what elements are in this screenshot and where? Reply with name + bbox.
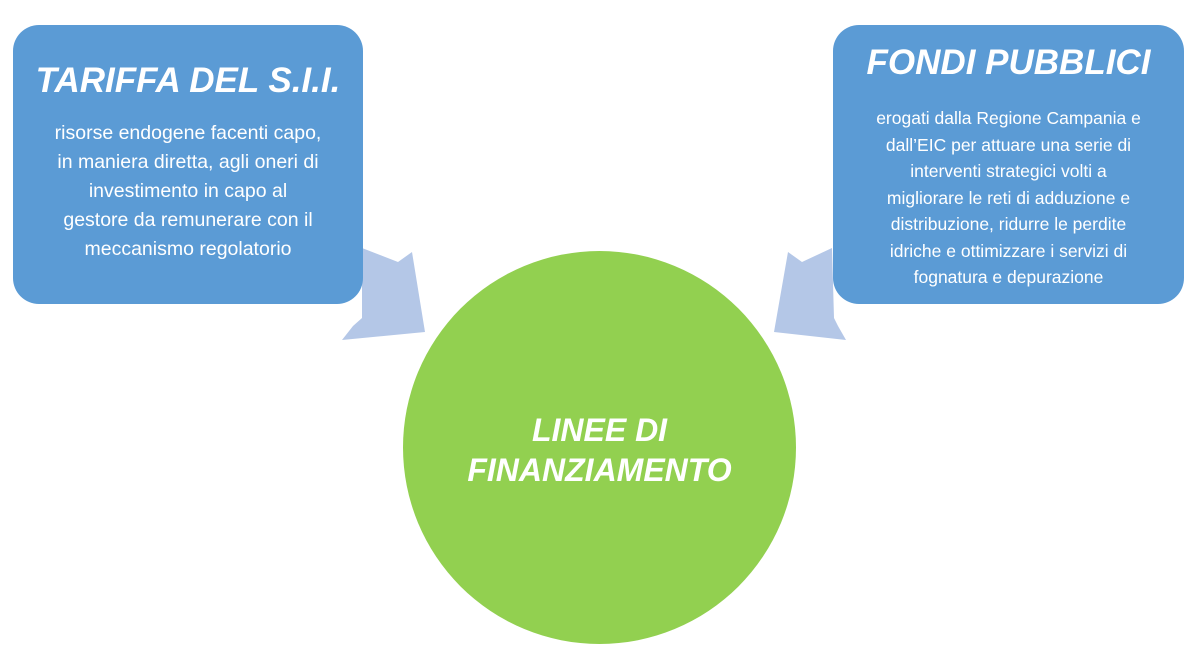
tariffa-description-line: gestore da remunerare con il [63, 209, 313, 231]
linee-finanziamento-label: LINEE DI FINANZIAMENTO [467, 406, 731, 490]
fondi-pubblici-title: FONDI PUBBLICI [866, 43, 1151, 82]
fondi-description-line: erogati dalla Regione Campania e [876, 108, 1141, 128]
tariffa-description-line: investimento in capo al [88, 180, 288, 202]
tariffa-description-line: meccanismo regolatorio [84, 238, 292, 260]
tariffa-description-line: in maniera diretta, agli oneri di [57, 151, 319, 173]
fondi-description-line: interventi strategici volti a [910, 161, 1107, 181]
circle-label-line: FINANZIAMENTO [467, 451, 732, 488]
linee-finanziamento-circle: LINEE DI FINANZIAMENTO [403, 251, 796, 644]
fondi-pubblici-description: erogati dalla Regione Campania e dall’EI… [843, 105, 1174, 291]
fondi-pubblici-box: FONDI PUBBLICI erogati dalla Regione Cam… [833, 25, 1184, 304]
circle-label-line: LINEE DI [531, 411, 668, 448]
fondi-description-line: migliorare le reti di adduzione e [886, 187, 1131, 208]
tariffa-title: TARIFFA DEL S.I.I. [35, 61, 341, 100]
arrow-right-to-center [774, 248, 846, 340]
fondi-description-line: fognatura e depurazione [913, 267, 1104, 287]
tariffa-description-line: risorse endogene facenti capo, [54, 122, 322, 144]
fondi-description-line: idriche e ottimizzare i servizi di [889, 240, 1128, 261]
tariffa-description: risorse endogene facenti capo, in manier… [25, 119, 351, 264]
fondi-description-line: distribuzione, ridurre le perdite [890, 214, 1127, 234]
tariffa-box: TARIFFA DEL S.I.I. risorse endogene face… [13, 25, 363, 304]
fondi-description-line: dall’EIC per attuare una serie di [885, 134, 1132, 155]
